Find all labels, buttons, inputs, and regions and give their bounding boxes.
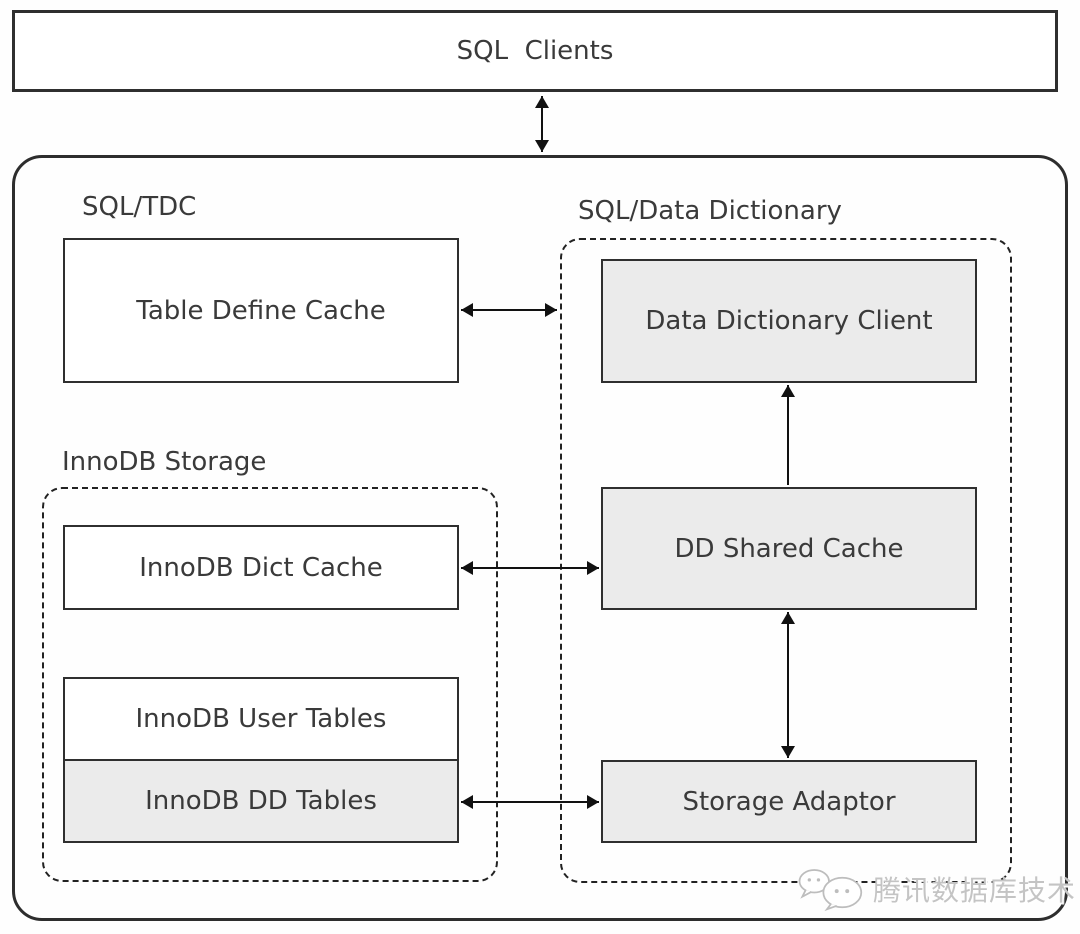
innodb-user-tables-box: InnoDB User Tables bbox=[65, 679, 457, 759]
arrow-tdc-data-dictionary bbox=[461, 303, 557, 317]
storage-adaptor-label: Storage Adaptor bbox=[682, 786, 896, 817]
innodb-storage-group-container bbox=[42, 487, 498, 882]
innodb-user-tables-label: InnoDB User Tables bbox=[135, 704, 387, 734]
table-define-cache-box: Table Define Cache bbox=[63, 238, 459, 383]
arrow-clients-server bbox=[535, 96, 549, 152]
dd-shared-cache-box: DD Shared Cache bbox=[601, 487, 977, 610]
arrow-line bbox=[541, 96, 543, 152]
innodb-dict-cache-box: InnoDB Dict Cache bbox=[63, 525, 459, 610]
table-define-cache-label: Table Define Cache bbox=[136, 295, 386, 326]
data-dictionary-client-box: Data Dictionary Client bbox=[601, 259, 977, 383]
sql-data-dictionary-group-label: SQL/Data Dictionary bbox=[578, 196, 842, 226]
arrow-innodb-dd-tables-storage-adaptor bbox=[461, 795, 599, 809]
innodb-tables-stack: InnoDB User Tables InnoDB DD Tables bbox=[63, 677, 459, 843]
arrow-line bbox=[461, 309, 557, 311]
innodb-dict-cache-label: InnoDB Dict Cache bbox=[139, 552, 383, 583]
sql-data-dictionary-group-container bbox=[560, 238, 1012, 883]
server-container bbox=[12, 155, 1068, 921]
arrow-line bbox=[461, 801, 599, 803]
arrow-line bbox=[461, 567, 599, 569]
innodb-dd-tables-label: InnoDB DD Tables bbox=[145, 786, 377, 816]
arrow-innodb-dict-cache-dd-shared-cache bbox=[461, 561, 599, 575]
arrow-dd-shared-cache-storage-adaptor bbox=[781, 612, 795, 758]
arrow-line bbox=[787, 612, 789, 758]
storage-adaptor-box: Storage Adaptor bbox=[601, 760, 977, 843]
dd-shared-cache-label: DD Shared Cache bbox=[674, 533, 904, 564]
sql-clients-label: SQL Clients bbox=[456, 36, 614, 66]
arrow-line bbox=[787, 385, 789, 485]
arrow-dd-shared-cache-to-client bbox=[781, 385, 795, 485]
sql-tdc-group-label: SQL/TDC bbox=[82, 192, 197, 222]
sql-clients-box: SQL Clients bbox=[12, 10, 1058, 92]
innodb-dd-tables-box: InnoDB DD Tables bbox=[65, 759, 457, 841]
innodb-storage-group-label: InnoDB Storage bbox=[62, 447, 267, 477]
data-dictionary-client-label: Data Dictionary Client bbox=[645, 306, 933, 336]
